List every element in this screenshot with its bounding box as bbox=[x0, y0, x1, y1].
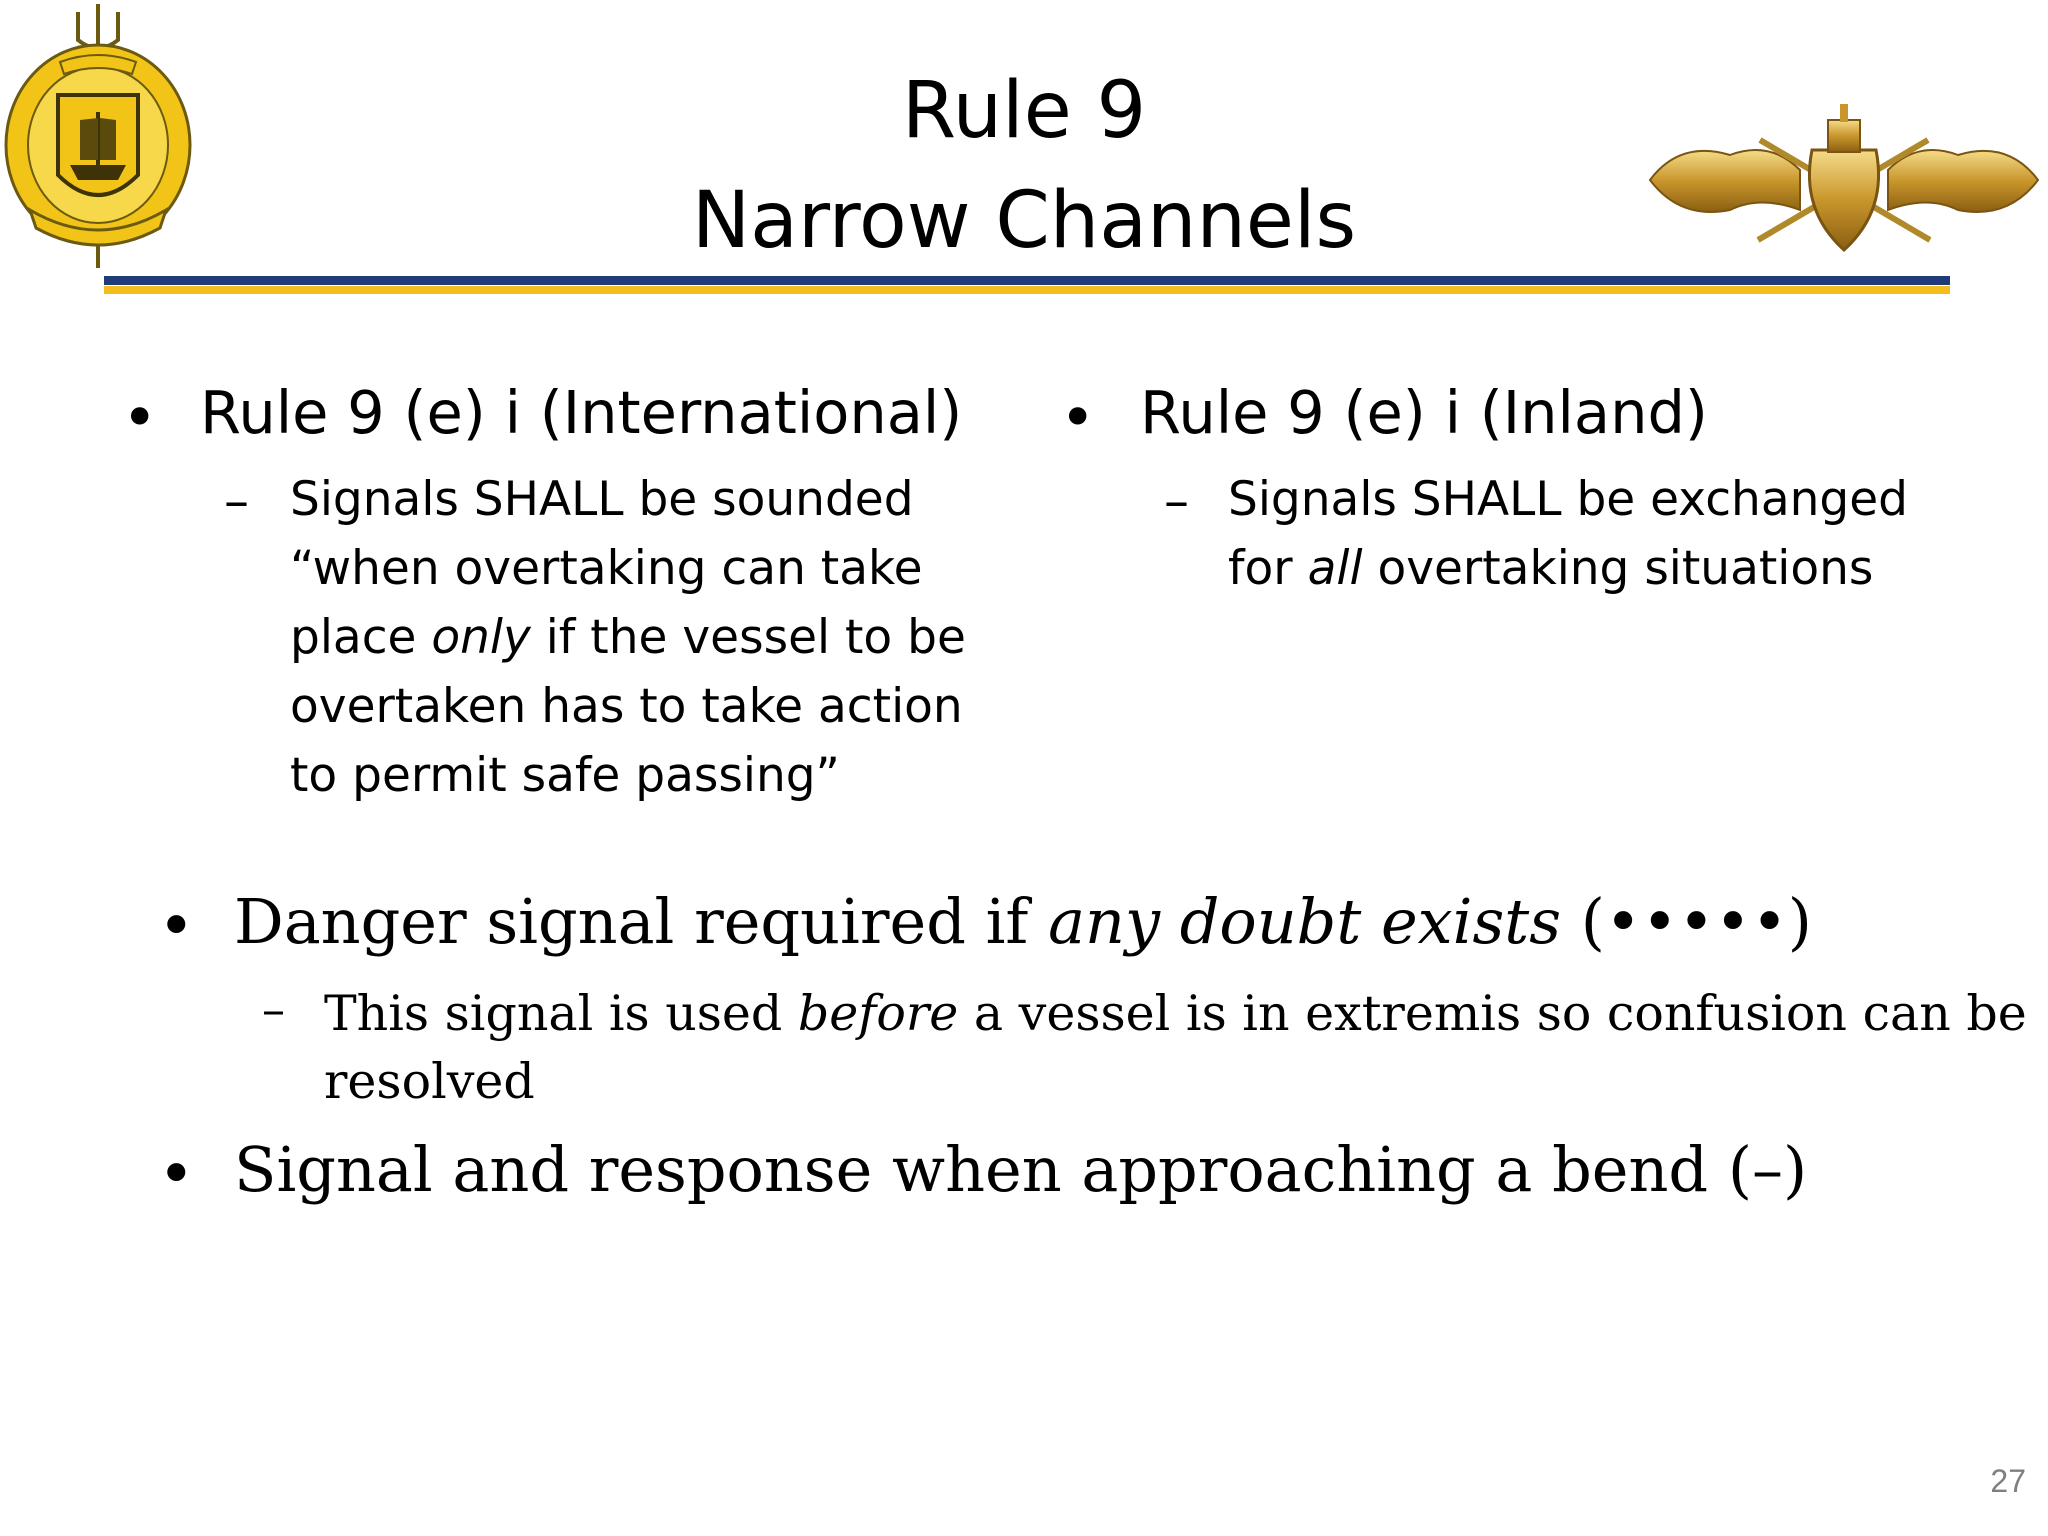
inland-text: Signals SHALL be exchanged for all overt… bbox=[1228, 465, 1908, 603]
danger-signal-sub: This signal is used before a vessel is i… bbox=[324, 980, 2027, 1116]
danger-sub-line-1: This signal is used before a vessel is i… bbox=[324, 985, 2027, 1042]
intl-line-2: “when overtaking can take bbox=[290, 541, 923, 596]
intl-text: Signals SHALL be sounded “when overtakin… bbox=[290, 465, 966, 810]
bullet-dot: • bbox=[1060, 383, 1096, 453]
slide-title-line2: Narrow Channels bbox=[691, 176, 1357, 266]
intl-line-3: place only if the vessel to be bbox=[290, 610, 966, 665]
slide-title-line1: Rule 9 bbox=[901, 66, 1147, 156]
title-rule-blue bbox=[104, 276, 1950, 285]
bullet-dot: • bbox=[158, 889, 195, 962]
danger-signal-bullet: Danger signal required if any doubt exis… bbox=[234, 885, 1812, 958]
title-rule-gold bbox=[104, 286, 1950, 294]
sub-dash: – bbox=[262, 982, 285, 1036]
surface-warfare-insignia-icon bbox=[1648, 104, 2040, 253]
bullet-dot: • bbox=[158, 1137, 195, 1210]
intl-line-1: Signals SHALL be sounded bbox=[290, 472, 914, 527]
danger-sub-line-2: resolved bbox=[324, 1053, 535, 1110]
inland-heading: Rule 9 (e) i (Inland) bbox=[1140, 378, 1708, 447]
inland-line-1: Signals SHALL be exchanged bbox=[1228, 472, 1909, 527]
naval-academy-crest-icon bbox=[4, 4, 192, 268]
intl-line-5: to permit safe passing” bbox=[290, 748, 840, 803]
inland-line-2: for all overtaking situations bbox=[1228, 541, 1874, 596]
bend-signal-bullet: Signal and response when approaching a b… bbox=[234, 1133, 1808, 1206]
intl-line-4: overtaken has to take action bbox=[290, 679, 963, 734]
sub-dash: – bbox=[1164, 472, 1189, 530]
page-number: 27 bbox=[1990, 1463, 2026, 1499]
bullet-dot: • bbox=[122, 383, 158, 453]
intl-heading: Rule 9 (e) i (International) bbox=[200, 378, 963, 447]
sub-dash: – bbox=[224, 472, 249, 530]
